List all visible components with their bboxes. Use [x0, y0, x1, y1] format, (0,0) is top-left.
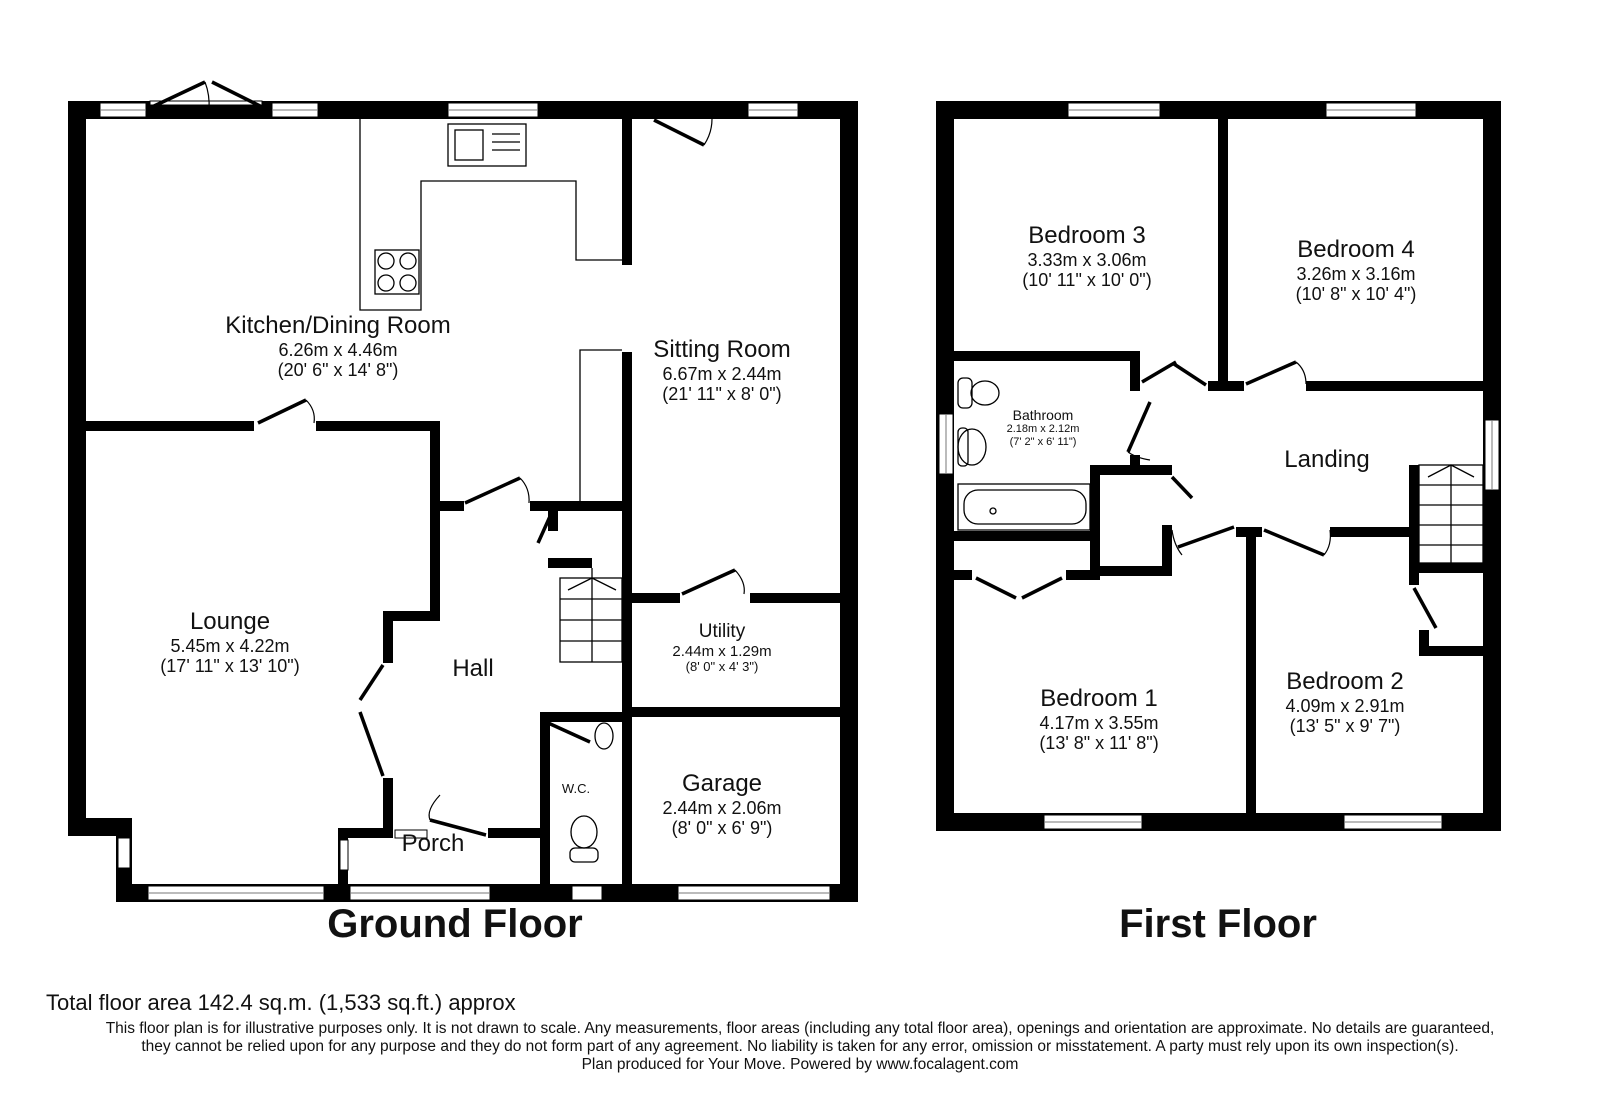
room-metric: 4.09m x 2.91m — [1285, 695, 1405, 716]
first-floor-title: First Floor — [1119, 902, 1317, 946]
disclaimer: This floor plan is for illustrative purp… — [0, 1020, 1600, 1074]
disclaimer-line: Plan produced for Your Move. Powered by … — [581, 1056, 1019, 1073]
ground-windows — [99, 100, 831, 901]
room-name: Hall — [452, 655, 494, 682]
ground-stairs — [559, 568, 623, 663]
room-name: Utility — [698, 621, 746, 642]
room-name: Kitchen/Dining Room — [225, 312, 451, 339]
room-name: Bedroom 1 — [1040, 685, 1158, 712]
room-metric: 2.44m x 1.29m — [672, 642, 772, 660]
room-label-bedroom-2: Bedroom 2 4.09m x 2.91m (13' 5" x 9' 7") — [1285, 668, 1404, 737]
room-metric: 5.45m x 4.22m — [170, 635, 290, 656]
room-label-wc: W.C. — [561, 781, 591, 797]
disclaimer-line: This floor plan is for illustrative purp… — [105, 1020, 1495, 1037]
room-name: Bedroom 2 — [1286, 668, 1404, 695]
room-name: Landing — [1284, 446, 1370, 473]
kitchen-units — [359, 119, 622, 501]
room-imperial: (8' 0" x 6' 9") — [671, 818, 773, 839]
ground-floor-title: Ground Floor — [327, 902, 583, 946]
room-label-bedroom-1: Bedroom 1 4.17m x 3.55m (13' 8" x 11' 8"… — [1039, 685, 1158, 754]
room-label-sitting-room: Sitting Room 6.67m x 2.44m (21' 11" x 8'… — [653, 336, 790, 405]
disclaimer-line: they cannot be relied upon for any purpo… — [141, 1038, 1459, 1055]
room-metric: 3.26m x 3.16m — [1296, 263, 1416, 284]
room-label-landing: Landing — [1284, 446, 1369, 474]
room-name: Sitting Room — [653, 336, 791, 363]
room-label-utility: Utility 2.44m x 1.29m (8' 0" x 4' 3") — [672, 621, 771, 675]
room-label-garage: Garage 2.44m x 2.06m (8' 0" x 6' 9") — [662, 770, 781, 839]
room-label-kitchen-dining: Kitchen/Dining Room 6.26m x 4.46m (20' 6… — [225, 312, 450, 381]
room-metric: 3.33m x 3.06m — [1027, 249, 1147, 270]
bathroom-fixtures — [957, 377, 1091, 531]
room-label-bathroom: Bathroom 2.18m x 2.12m (7' 2" x 6' 11") — [1007, 407, 1080, 448]
wc-toilet — [569, 722, 614, 863]
room-name: Bedroom 4 — [1297, 236, 1415, 263]
room-metric: 2.18m x 2.12m — [1006, 423, 1080, 436]
first-floor-walls — [936, 101, 1501, 831]
room-name: Lounge — [189, 608, 271, 635]
room-imperial: (21' 11" x 8' 0") — [662, 384, 782, 405]
room-imperial: (20' 6" x 14' 8") — [277, 360, 399, 381]
room-name: Bedroom 3 — [1028, 222, 1146, 249]
first-floor-doors — [975, 360, 1438, 629]
room-imperial: (7' 2" x 6' 11") — [1009, 435, 1077, 448]
room-label-hall: Hall — [452, 655, 493, 683]
first-floor-windows — [938, 102, 1500, 830]
room-imperial: (13' 8" x 11' 8") — [1039, 733, 1159, 754]
total-floor-area: Total floor area 142.4 sq.m. (1,533 sq.f… — [46, 990, 516, 1015]
room-name: Bathroom — [1012, 407, 1074, 423]
room-imperial: (8' 0" x 4' 3") — [685, 659, 759, 675]
room-label-bedroom-4: Bedroom 4 3.26m x 3.16m (10' 8" x 10' 4"… — [1296, 236, 1417, 305]
room-label-porch: Porch — [402, 830, 465, 858]
room-label-lounge: Lounge 5.45m x 4.22m (17' 11" x 13' 10") — [160, 608, 299, 677]
room-metric: 4.17m x 3.55m — [1039, 712, 1159, 733]
room-name: W.C. — [561, 781, 591, 796]
room-metric: 6.26m x 4.46m — [278, 339, 398, 360]
room-name: Porch — [401, 830, 465, 857]
room-metric: 6.67m x 2.44m — [662, 363, 782, 384]
room-imperial: (17' 11" x 13' 10") — [160, 656, 300, 677]
first-floor-stairs — [1418, 464, 1484, 564]
room-imperial: (13' 5" x 9' 7") — [1289, 716, 1401, 737]
room-label-bedroom-3: Bedroom 3 3.33m x 3.06m (10' 11" x 10' 0… — [1022, 222, 1151, 291]
ground-doors — [151, 80, 745, 837]
room-name: Garage — [681, 770, 763, 797]
room-imperial: (10' 11" x 10' 0") — [1022, 270, 1152, 291]
room-imperial: (10' 8" x 10' 4") — [1295, 284, 1417, 305]
room-metric: 2.44m x 2.06m — [662, 797, 782, 818]
